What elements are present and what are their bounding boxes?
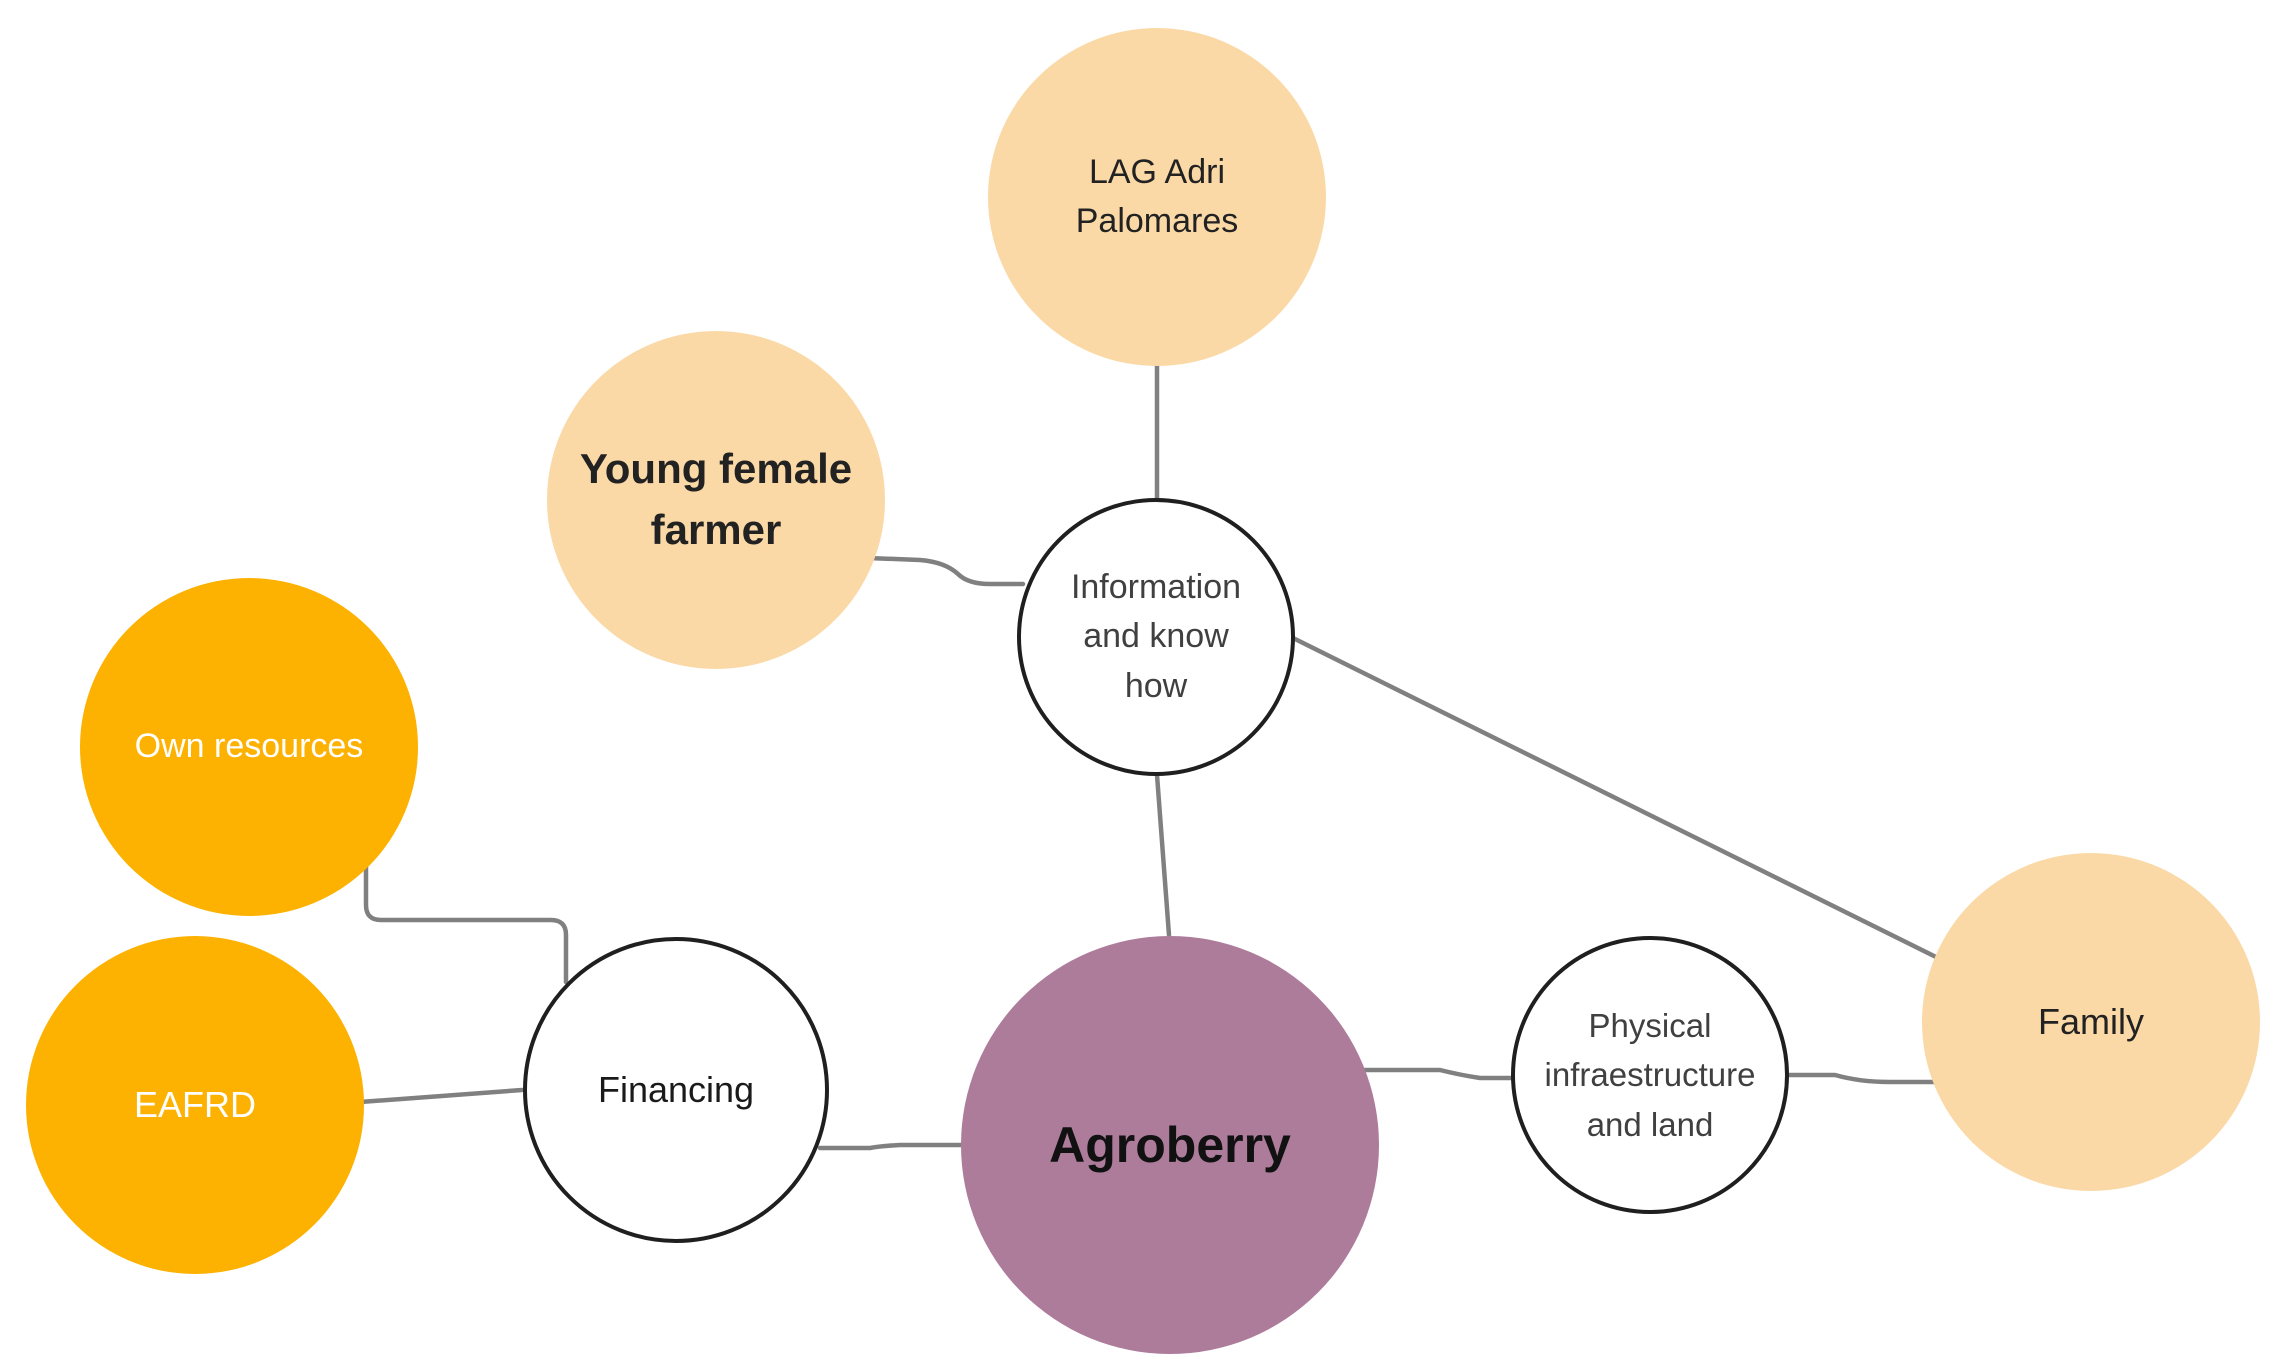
edge-physical-to-family	[1783, 1072, 1941, 1085]
node-label: Agroberry	[1049, 1116, 1291, 1173]
node-label: Family	[2038, 1000, 2144, 1042]
node-label: Information and know how	[1070, 568, 1242, 705]
node-label: Financing	[597, 1068, 755, 1110]
edge-agroberry-to-physical	[1362, 1067, 1516, 1081]
node-eafrd: EAFRD	[26, 936, 364, 1274]
edge-own-resources-to-financing	[363, 859, 569, 985]
node-lag-adri-palomares: LAG Adri Palomares	[988, 28, 1326, 366]
node-label: LAG Adri Palomares	[1075, 152, 1239, 240]
edge-information-to-agroberry	[1154, 772, 1172, 938]
node-label: Young female farmer	[579, 445, 853, 553]
edge-financing-to-agroberry	[817, 1142, 965, 1151]
node-young-female-farmer: Young female farmer	[547, 331, 885, 669]
node-information-and-know-how: Information and know how	[1017, 498, 1295, 776]
node-own-resources: Own resources	[80, 578, 418, 916]
node-agroberry: Agroberry	[961, 936, 1379, 1354]
node-label: Physical infraestructure and land	[1544, 1006, 1756, 1143]
node-label: Own resources	[134, 727, 364, 766]
node-label: EAFRD	[133, 1083, 256, 1125]
edge-young-farmer-to-information	[865, 555, 1026, 587]
node-financing: Financing	[523, 937, 829, 1243]
node-physical-infrastructure-and-land: Physical infraestructure and land	[1511, 936, 1789, 1214]
edge-eafrd-to-financing	[357, 1087, 525, 1105]
node-family: Family	[1922, 853, 2260, 1191]
edge-information-to-family	[1290, 635, 1941, 961]
